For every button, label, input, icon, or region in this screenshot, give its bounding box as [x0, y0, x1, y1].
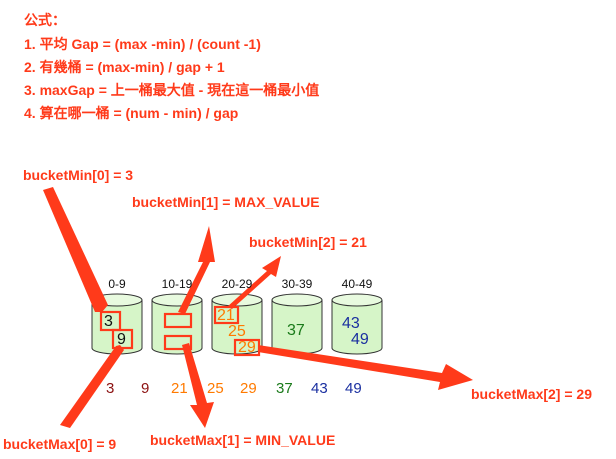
arrow-bucket-max-2: [258, 345, 473, 390]
sequence-item-4: 29: [240, 380, 257, 397]
arrow-bucket-min-2: [227, 256, 281, 309]
sequence-item-7: 49: [345, 380, 362, 397]
arrow-bucket-max-0: [60, 345, 124, 428]
bucket-4: [331, 293, 383, 355]
label-bucket-min-1: bucketMin[1] = MAX_VALUE: [132, 194, 320, 210]
label-bucket-min-2: bucketMin[2] = 21: [249, 234, 367, 250]
max-box-0: [111, 328, 134, 350]
sequence-item-1: 9: [141, 380, 150, 397]
sequence-item-6: 43: [311, 380, 328, 397]
range-label-4: 40-49: [341, 277, 373, 291]
arrow-bucket-min-1: [178, 226, 215, 314]
bucket-2-value-1: 25: [228, 323, 246, 340]
bucket-4-value-1: 49: [351, 331, 369, 348]
bucket-1: [151, 293, 203, 355]
sequence-item-3: 25: [207, 380, 224, 397]
range-label-0: 0-9: [108, 277, 126, 291]
min-box-1: [163, 312, 193, 329]
bucket-2-value-2: 29: [238, 339, 256, 356]
bucket-3-value-0: 37: [287, 322, 305, 339]
bucket-4-value-0: 43: [342, 315, 360, 332]
arrow-bucket-max-1: [182, 343, 214, 428]
formula-line-1: 1. 平均 Gap = (max -min) / (count -1): [24, 36, 261, 52]
label-bucket-min-0: bucketMin[0] = 3: [23, 167, 134, 183]
max-box-1: [163, 334, 193, 351]
bucket-0-value-0: 3: [104, 313, 113, 330]
min-box-0: [99, 310, 122, 332]
formula-line-3: 3. maxGap = 上一桶最大值 - 現在這一桶最小值: [24, 82, 320, 98]
min-box-2: [213, 305, 240, 325]
label-bucket-max-0: bucketMax[0] = 9: [3, 436, 117, 452]
sequence-item-2: 21: [171, 380, 188, 397]
label-bucket-max-2: bucketMax[2] = 29: [471, 386, 592, 402]
range-label-2: 20-29: [221, 277, 253, 291]
bucket-0: [91, 293, 143, 355]
formula-title: 公式：: [24, 12, 66, 28]
bucket-3: [271, 293, 323, 355]
sequence-item-5: 37: [276, 380, 293, 397]
arrow-bucket-min-0: [43, 187, 108, 312]
formula-line-4: 4. 算在哪一桶 = (num - min) / gap: [24, 105, 239, 121]
sequence-item-0: 3: [106, 380, 115, 397]
range-label-3: 30-39: [281, 277, 313, 291]
bucket-2-value-0: 21: [217, 307, 235, 324]
bucket-0-value-1: 9: [117, 331, 126, 348]
label-bucket-max-1: bucketMax[1] = MIN_VALUE: [150, 432, 336, 448]
formula-line-2: 2. 有幾桶 = (max-min) / gap + 1: [24, 59, 225, 75]
range-label-1: 10-19: [161, 277, 193, 291]
